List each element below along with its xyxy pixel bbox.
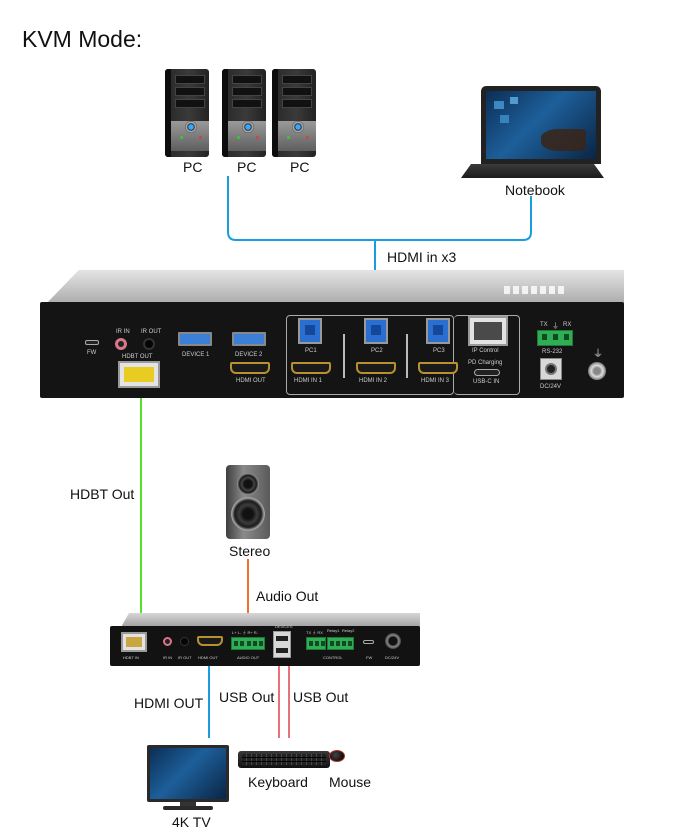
pc-label: PC: [290, 159, 310, 175]
hdmi-in-label: HDMI in x3: [387, 249, 457, 265]
rs232-label: RS-232: [542, 349, 563, 355]
ip-usbc-group: [454, 315, 520, 395]
device1-label: DEVICE 1: [182, 352, 210, 358]
hdmi-in3-port: [418, 362, 458, 374]
control-label: CONTROL: [323, 655, 343, 660]
hdmi-in1-port: [291, 362, 331, 374]
dc24v-label: DC/24V: [540, 384, 562, 390]
switcher-top-cover: [44, 270, 624, 306]
rx-audio-out-label: AUDIO OUT: [237, 655, 260, 660]
hdmi-in2-port: [356, 362, 396, 374]
rs232-terminal: [537, 330, 573, 346]
mouse-label: Mouse: [329, 774, 372, 790]
rx-fw-label: FW: [366, 655, 373, 660]
fw-port: [85, 340, 99, 345]
pc-input-group: [286, 315, 454, 395]
hdbt-in-label: HDBT IN: [123, 655, 139, 660]
device2-label: DEVICE 2: [235, 352, 263, 358]
keyboard-icon: [238, 751, 330, 768]
rx-label: RX: [563, 322, 572, 328]
fw-port-label: FW: [87, 350, 97, 356]
rx-dc24v-label: DC/24V: [385, 655, 400, 660]
hdmi-out-wire-label: HDMI OUT: [134, 695, 204, 711]
pc-tower-icon: [272, 69, 316, 157]
mouse-icon: [329, 750, 345, 762]
earth-ground-icon: ⏚: [593, 349, 603, 360]
laptop-keyboard: [461, 164, 604, 178]
ip-control-label: IP Control: [472, 348, 499, 354]
pc2-usb-port: [364, 318, 388, 344]
relay1-label: Relay1: [327, 628, 340, 633]
rx-ir-in-port: [163, 637, 172, 646]
rx-ir-in-label: IR IN: [163, 655, 173, 660]
dc-power-port: [540, 358, 562, 380]
brand-logo: [504, 286, 564, 294]
pc-tower-icon: [165, 69, 209, 157]
rx-usb-devices-port: [273, 631, 291, 658]
stereo-label: Stereo: [229, 543, 271, 559]
audio-out-wire-label: Audio Out: [256, 588, 319, 604]
ir-out-label: IR OUT: [141, 329, 162, 335]
page-title: KVM Mode:: [22, 26, 143, 52]
laptop-icon: [481, 86, 601, 164]
hdbt-out-port: [118, 361, 160, 388]
usbc-in-label: USB-C IN: [473, 379, 500, 385]
hdmi-in1-label: HDMI IN 1: [294, 378, 323, 384]
tv-label: 4K TV: [172, 814, 211, 830]
relay-terminal: [327, 637, 354, 650]
control-pins-label: TX ⏚ RX: [306, 630, 323, 635]
pd-charging-label: PD Charging: [468, 360, 503, 366]
pc-label: PC: [183, 159, 203, 175]
receiver-rear-panel: HDBT IN IR IN IR OUT HDMI OUT L+ L- ⏚ R+…: [110, 624, 420, 666]
hdbt-in-port: [121, 632, 147, 652]
pc1-usb-port: [298, 318, 322, 344]
ip-control-port: [468, 316, 508, 346]
speaker-icon: [226, 465, 270, 539]
hdmi-out-label: HDMI OUT: [236, 378, 266, 384]
pc2-label: PC2: [371, 348, 383, 354]
device2-port: [232, 332, 266, 346]
ground-screw-icon: [588, 362, 606, 380]
hdmi-in-bracket-wire: [227, 176, 532, 241]
audio-pins-label: L+ L- ⏚ R+ R-: [232, 630, 259, 635]
rx-ir-out-label: IR OUT: [178, 655, 192, 660]
ir-out-port: [143, 338, 155, 350]
relay2-label: Relay2: [342, 628, 355, 633]
hdbt-out-wire-label: HDBT Out: [70, 486, 135, 502]
tv-icon: [147, 745, 229, 802]
rx-fw-port: [363, 640, 374, 644]
keyboard-label: Keyboard: [248, 774, 308, 790]
usb-out-wire-label-1: USB Out: [219, 689, 275, 705]
devices-label: DEVICES: [275, 624, 293, 629]
rx-hdmi-out-label: HDMI OUT: [198, 655, 218, 660]
pc1-label: PC1: [305, 348, 317, 354]
hdmi-in2-label: HDMI IN 2: [359, 378, 388, 384]
ir-in-port: [115, 338, 127, 350]
notebook-label: Notebook: [505, 182, 565, 198]
usb-out-wire-label-2: USB Out: [293, 689, 349, 705]
audio-out-terminal: [231, 637, 265, 650]
tx-label: TX: [540, 322, 548, 328]
rx-ir-out-port: [180, 637, 189, 646]
pc-label: PC: [237, 159, 257, 175]
ground-icon: ⏚: [552, 323, 559, 330]
receiver-top-cover: [120, 613, 420, 629]
rx-dc-power-port: [385, 633, 401, 649]
hdmi-in3-label: HDMI IN 3: [421, 378, 450, 384]
pc3-label: PC3: [433, 348, 445, 354]
switcher-rear-panel: FW IR IN IR OUT HDBT OUT DEVICE 1 DEVICE…: [40, 302, 624, 398]
usbc-in-port: [474, 369, 500, 376]
rx-hdmi-out-port: [197, 636, 223, 646]
pc-tower-icon: [222, 69, 266, 157]
hdbt-out-label: HDBT OUT: [122, 354, 153, 360]
ir-in-label: IR IN: [116, 329, 130, 335]
control-terminal: [306, 637, 326, 650]
hdmi-out-port: [230, 362, 270, 374]
pc3-usb-port: [426, 318, 450, 344]
device1-port: [178, 332, 212, 346]
